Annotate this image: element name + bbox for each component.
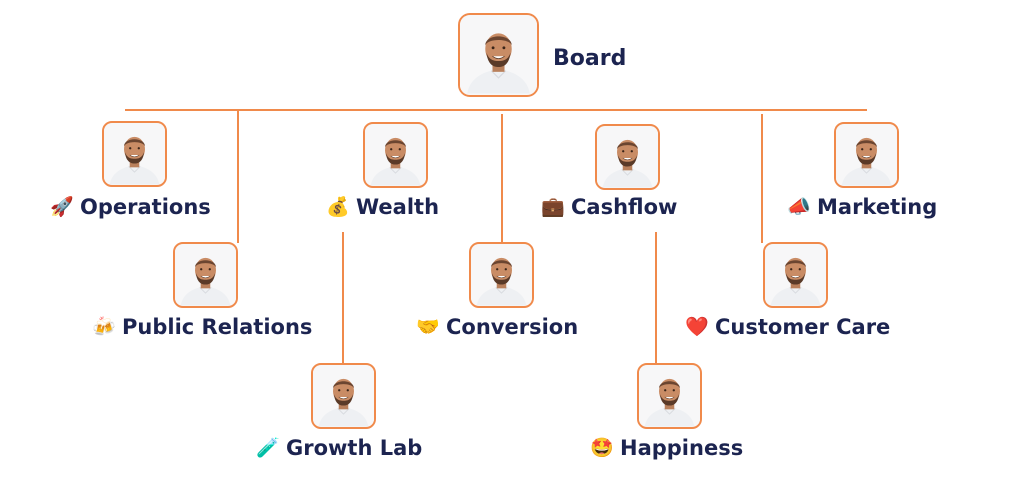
person-photo-icon — [765, 244, 826, 306]
connector-customer-care — [761, 114, 763, 243]
wealth-label: 💰 Wealth — [326, 194, 439, 220]
person-photo-icon — [175, 244, 236, 306]
connector-conversion — [501, 114, 503, 243]
public-relations-avatar[interactable] — [173, 242, 238, 308]
person-photo-icon — [460, 15, 537, 95]
cashflow-label: 💼 Cashflow — [541, 194, 677, 220]
marketing-label-text: Marketing — [817, 195, 938, 219]
marketing-label: 📣 Marketing — [787, 194, 937, 220]
test-tube-icon: 🧪 — [256, 437, 280, 459]
customer-care-avatar[interactable] — [763, 242, 828, 308]
cashflow-label-text: Cashflow — [571, 195, 678, 219]
connector-public-relations — [237, 110, 239, 243]
operations-avatar[interactable] — [102, 121, 167, 187]
heart-icon: ❤️ — [685, 316, 709, 338]
connector-growth-lab — [342, 232, 344, 364]
public-relations-label-text: Public Relations — [122, 315, 313, 339]
person-photo-icon — [365, 124, 426, 186]
connector-happiness — [655, 232, 657, 364]
star-struck-icon: 🤩 — [590, 437, 614, 459]
cashflow-avatar[interactable] — [595, 124, 660, 190]
conversion-label: 🤝 Conversion — [416, 314, 578, 340]
board-label: Board — [553, 46, 626, 72]
wealth-label-text: Wealth — [356, 195, 440, 219]
person-photo-icon — [836, 124, 897, 186]
customer-care-label: ❤️ Customer Care — [685, 314, 890, 340]
person-photo-icon — [597, 126, 658, 188]
person-photo-icon — [639, 365, 700, 427]
board-label-text: Board — [553, 46, 627, 71]
growth-lab-label: 🧪 Growth Lab — [256, 435, 422, 461]
happiness-label-text: Happiness — [620, 436, 744, 460]
megaphone-icon: 📣 — [787, 196, 811, 218]
briefcase-icon: 💼 — [541, 196, 565, 218]
operations-label-text: Operations — [80, 195, 211, 219]
person-photo-icon — [104, 123, 165, 185]
growth-lab-label-text: Growth Lab — [286, 436, 423, 460]
happiness-label: 🤩 Happiness — [590, 435, 743, 461]
operations-label: 🚀 Operations — [50, 194, 211, 220]
money-bag-icon: 💰 — [326, 196, 350, 218]
marketing-avatar[interactable] — [834, 122, 899, 188]
customer-care-label-text: Customer Care — [715, 315, 891, 339]
connector-main-horizontal — [125, 109, 867, 111]
rocket-icon: 🚀 — [50, 196, 74, 218]
public-relations-label: 🍻 Public Relations — [92, 314, 312, 340]
conversion-label-text: Conversion — [446, 315, 579, 339]
happiness-avatar[interactable] — [637, 363, 702, 429]
handshake-icon: 🤝 — [416, 316, 440, 338]
wealth-avatar[interactable] — [363, 122, 428, 188]
person-photo-icon — [313, 365, 374, 427]
board-avatar[interactable] — [458, 13, 539, 97]
person-photo-icon — [471, 244, 532, 306]
beer-mugs-icon: 🍻 — [92, 316, 116, 338]
conversion-avatar[interactable] — [469, 242, 534, 308]
growth-lab-avatar[interactable] — [311, 363, 376, 429]
